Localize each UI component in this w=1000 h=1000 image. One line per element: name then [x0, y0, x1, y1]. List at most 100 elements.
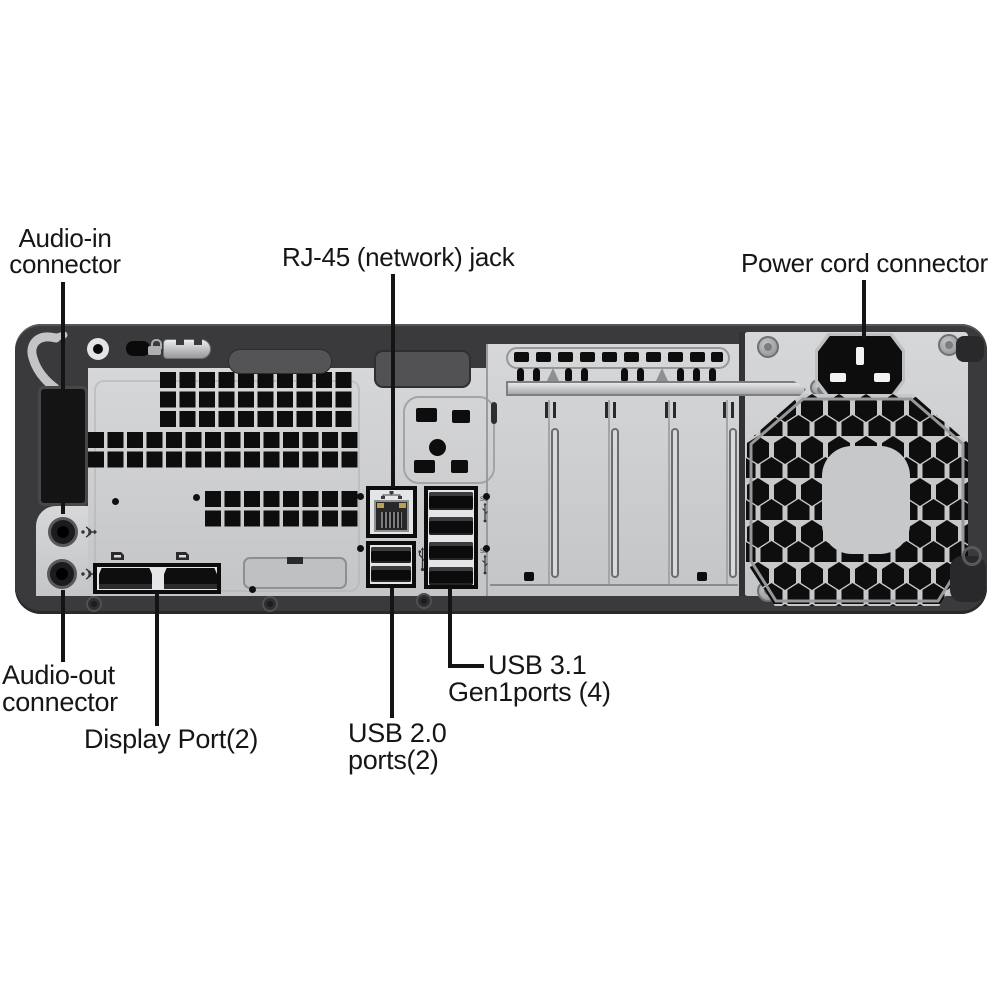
bracket-hole: [581, 368, 588, 381]
bracket-hole: [565, 368, 572, 381]
chassis-screw: [86, 596, 102, 612]
rj45-contact-left: [377, 503, 384, 508]
panel-screw-hole: [357, 493, 364, 500]
knockout-slot: [451, 460, 468, 473]
knockout-slot: [452, 410, 470, 423]
svg-text:SS: SS: [480, 549, 488, 555]
knockout-hole: [429, 439, 446, 456]
usb31-label-line1: USB 3.1: [488, 650, 587, 680]
usb31-leader-line-horizontal: [448, 664, 484, 668]
slot-foot-hole: [697, 572, 707, 581]
bracket-hole: [517, 368, 524, 381]
panel-screw-hole: [357, 545, 364, 552]
bracket-hole: [693, 368, 700, 381]
chassis-handle-top-right: [956, 336, 984, 362]
displayport-port-2: [164, 568, 217, 589]
vent-grid-middle: [88, 432, 358, 468]
power-inlet-pin-right: [874, 373, 890, 382]
svg-text:SS: SS: [480, 497, 488, 503]
power-inlet-pin-left: [830, 373, 846, 382]
release-latch: [163, 339, 211, 359]
knockout-slot: [416, 408, 437, 422]
usb2-port-2: [371, 566, 411, 582]
displayport-icon: [111, 552, 124, 560]
audio-in-label-line1: Audio-in: [18, 223, 112, 253]
displayport-leader-line: [155, 592, 159, 726]
audio-out-label-line2: connector: [2, 687, 118, 717]
slot-cover-tab: [613, 402, 616, 418]
slot-cover-slot: [611, 428, 619, 578]
usb31-label-line2: Gen1ports (4): [448, 677, 611, 707]
slot-cover-tab: [605, 402, 608, 418]
usb2-leader-line: [390, 588, 394, 718]
usb31-port-1: [429, 492, 473, 510]
slot-cover-tab: [723, 402, 726, 418]
bracket-tab: [547, 368, 559, 381]
knockout-slot: [414, 460, 435, 473]
release-latch-notch: [176, 339, 184, 345]
padlock-icon-body: [148, 346, 161, 355]
bracket-hole: [677, 368, 684, 381]
handle-screw-ring: [962, 546, 982, 566]
audio-out-label-line1: Audio-out: [2, 660, 115, 690]
rj45-jack-pins: [381, 512, 402, 528]
network-icon: [381, 491, 402, 499]
audio-out-jack-hole: [56, 568, 68, 580]
release-latch-notch2: [194, 339, 202, 345]
usb-superspeed-icon: SS: [480, 497, 488, 523]
chassis-screw: [416, 593, 432, 609]
usb2-port-1: [371, 547, 411, 563]
kensington-lock-slot: [126, 341, 150, 356]
knockout-outline: [403, 396, 495, 484]
bracket-slot-small: [491, 402, 497, 424]
slot-cover-tab: [665, 402, 668, 418]
slot-foot-hole: [524, 572, 534, 581]
audio-in-jack-hole: [57, 526, 69, 538]
audio-out-leader-line: [61, 590, 65, 662]
serial-plate-tab: [287, 557, 303, 564]
bracket-hole: [533, 368, 540, 381]
chassis-screw: [262, 596, 278, 612]
slot-cover-tab: [673, 402, 676, 418]
panel-screw-hole: [483, 545, 490, 552]
bracket-vent-dash: [624, 352, 639, 362]
power-label: Power cord connector: [741, 248, 988, 278]
bracket-vent-dash: [690, 352, 705, 362]
usb31-port-3: [429, 542, 473, 560]
power-inlet-body: [818, 336, 902, 396]
usb31-port-2: [429, 517, 473, 535]
audio-in-label-line2: connector: [9, 249, 121, 279]
displayport-label: Display Port(2): [84, 724, 259, 754]
vent-grid-lower: [205, 491, 358, 527]
rj45-leader-line: [391, 274, 395, 488]
slot-cover-slot: [671, 428, 679, 578]
usb31-leader-line-vertical: [448, 588, 452, 668]
audio-in-label: Audio-in connector: [6, 225, 124, 277]
padlock-icon: [151, 339, 162, 349]
bracket-vent-dash: [536, 352, 551, 362]
displayport-port-1: [99, 568, 152, 589]
usb31-port-4: [429, 567, 473, 585]
power-inlet-pin-ground: [856, 347, 864, 365]
panel-divider-groove: [486, 344, 488, 596]
usb2-label-line1: USB 2.0: [348, 718, 447, 748]
bracket-hole: [637, 368, 644, 381]
bracket-vent-dash: [646, 352, 661, 362]
thumbscrew-hole-center: [93, 344, 103, 354]
psu-screw: [757, 336, 779, 358]
audio-out-label: Audio-out connector: [2, 660, 118, 717]
audio-out-jack: [47, 559, 77, 589]
vent-grid-upper: [160, 372, 352, 427]
bracket-vent-dash: [668, 352, 683, 362]
psu-divider-gap: [739, 332, 745, 596]
bracket-vent-dash: [602, 352, 617, 362]
top-blank-left: [228, 349, 332, 374]
rj45-label: RJ-45 (network) jack: [282, 242, 515, 272]
slot-retention-bar: [506, 381, 806, 396]
slot-cover-tab: [545, 402, 548, 418]
top-blank-right: [374, 350, 471, 388]
power-leader-line: [862, 280, 866, 338]
psu-fan-grille: [746, 394, 968, 606]
bracket-vent-dash: [514, 352, 529, 362]
panel-screw-hole: [249, 586, 256, 593]
